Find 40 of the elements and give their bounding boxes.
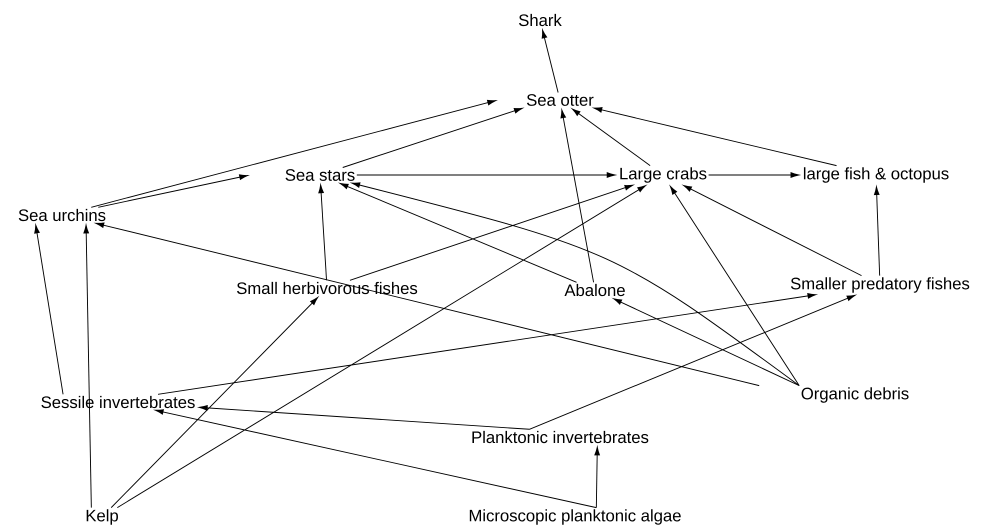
arrow [542,30,559,93]
arrow [560,110,594,283]
species-label: Sea otter [526,94,594,106]
species-label: Large crabs [620,167,706,183]
species-label: Sea stars [286,169,355,181]
arrow [110,297,318,508]
species-label: Smaller predatory fishes [790,277,970,293]
species-label: Sea urchins [18,208,106,222]
arrow [874,186,880,276]
arrow [594,446,600,508]
species-label: Small herbivorous fishes [236,282,418,294]
species-label: Organic debris [802,387,909,403]
arrow [352,182,800,386]
arrow [34,224,64,395]
arrow [708,172,800,178]
arrow [90,100,496,208]
arrow [83,224,92,508]
arrow [349,184,634,281]
arrow [98,174,248,208]
species-label: Kelp [86,509,118,525]
arrow [613,298,800,386]
species-label: Abalone [564,284,625,296]
arrow [670,186,800,386]
species-label: large fish & octopus [804,167,949,183]
species-label: Shark [519,14,562,26]
arrow [199,405,530,430]
arrow [158,293,816,395]
arrow [572,108,651,166]
arrow [96,222,760,386]
arrow [340,183,578,283]
arrow [342,108,523,168]
arrow [116,185,646,508]
arrow [318,184,327,281]
species-label: Microscopic planktonic algae [470,509,681,525]
arrow [356,172,616,178]
arrow [529,294,856,430]
arrow [683,185,862,276]
arrow [154,409,597,508]
arrow [594,107,838,166]
species-label: Planktonic invertebrates [472,430,648,444]
